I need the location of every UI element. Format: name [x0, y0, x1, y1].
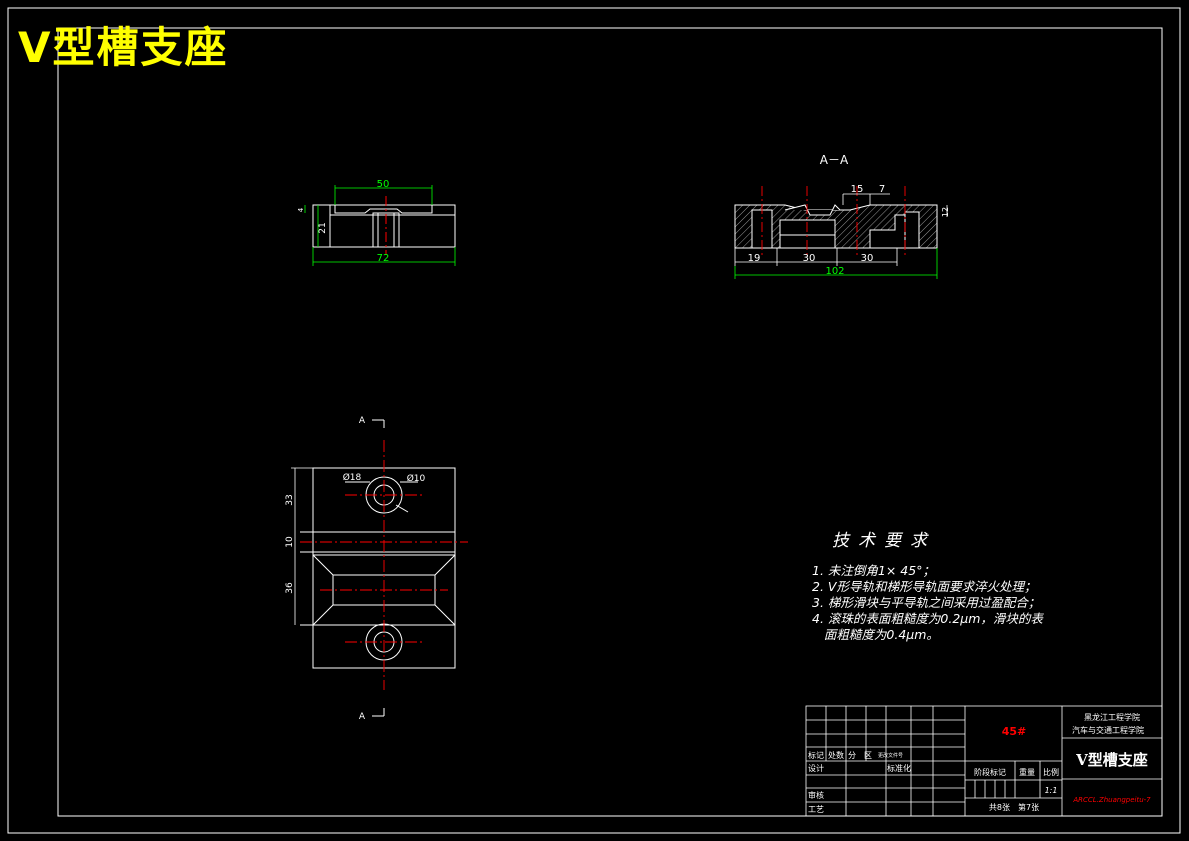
dim-section-top-b: 7	[879, 184, 885, 195]
plan-v-groove-outline	[312, 554, 456, 626]
front-view	[312, 196, 456, 255]
title-block-part-name: V型槽支座	[1075, 751, 1148, 769]
title-block-label-review: 审核	[808, 790, 824, 800]
outer-border	[7, 7, 1181, 834]
title-block-label-zone: 分 区	[848, 751, 872, 760]
dim-front-step: 4	[297, 207, 305, 212]
title-block-label-standardize: 标准化	[887, 763, 911, 773]
title-block-school-1: 黑龙江工程学院	[1084, 712, 1140, 722]
section-right-slot	[904, 211, 920, 249]
dim-plan-dia-outer: Ø18	[343, 472, 362, 483]
drawing-title: V型槽支座	[18, 23, 229, 72]
title-block-label-weight: 重量	[1019, 767, 1035, 777]
dim-plan-h2: 10	[285, 536, 295, 548]
title-block-label-change-doc: 更改文件号	[878, 752, 903, 759]
section-centerlines	[761, 186, 906, 258]
dim-section-total: 102	[825, 266, 844, 277]
inner-border	[57, 27, 1163, 817]
dim-plan-h1: 33	[285, 494, 295, 505]
requirement-item-2: 2. V形导轨和梯形导轨面要求淬火处理；	[812, 579, 1037, 594]
requirements-title: 技术要求	[832, 531, 936, 551]
section-view	[734, 204, 938, 249]
title-block-material: 45#	[1002, 725, 1027, 738]
plan-dimensions	[291, 467, 313, 625]
requirement-item-4: 4. 滚珠的表面粗糙度为0.2μm，滑块的表	[812, 611, 1043, 626]
title-block-label-design: 设计	[808, 763, 824, 773]
cut-marker-top-label: A	[359, 416, 366, 426]
dim-section-top-a: 15	[851, 184, 864, 195]
title-block-label-scale: 比例	[1043, 767, 1059, 777]
title-block-label-count: 处数	[828, 750, 844, 760]
section-base-cut	[779, 219, 836, 236]
dim-front-height: 21	[318, 222, 328, 233]
title-block-label-stage-mark: 阶段标记	[974, 767, 1006, 777]
title-block-grid	[805, 705, 1163, 817]
title-block-drawing-number: ARCCL.Zhuangpeitu-7	[1072, 796, 1151, 804]
dim-plan-h3: 36	[285, 582, 295, 594]
title-block-label-mark: 标记	[808, 750, 824, 760]
cut-marker-top	[372, 419, 385, 428]
dim-front-width-total: 72	[377, 253, 390, 264]
front-view-body	[312, 204, 456, 248]
section-label: A－A	[820, 153, 849, 167]
dim-section-seg3: 30	[861, 253, 874, 264]
dim-section-right-height: 12	[941, 207, 950, 217]
title-block-label-process: 工艺	[808, 805, 824, 814]
dim-front-width-top: 50	[377, 179, 390, 190]
front-view-dimensions	[304, 185, 456, 266]
title-block-scale-value: 1:1	[1045, 786, 1058, 795]
requirement-item-4-cont: 面粗糙度为0.4μm。	[812, 627, 939, 642]
cut-marker-bottom	[372, 708, 385, 717]
cut-marker-bottom-label: A	[359, 712, 366, 722]
dim-section-seg1: 19	[748, 253, 761, 264]
plan-centerlines	[300, 440, 468, 690]
dim-plan-dia-inner: Ø10	[407, 473, 426, 484]
requirement-item-1: 1. 未注倒角1× 45°；	[812, 563, 935, 578]
dim-section-seg2: 30	[803, 253, 816, 264]
requirement-item-3: 3. 梯形滑块与平导轨之间采用过盈配合；	[812, 595, 1041, 610]
title-block-sheets: 共8张 第7张	[989, 802, 1039, 812]
section-v-groove	[784, 204, 841, 216]
plan-view	[300, 467, 456, 669]
section-dimensions	[734, 193, 948, 279]
title-block-school-2: 汽车与交通工程学院	[1072, 725, 1144, 735]
